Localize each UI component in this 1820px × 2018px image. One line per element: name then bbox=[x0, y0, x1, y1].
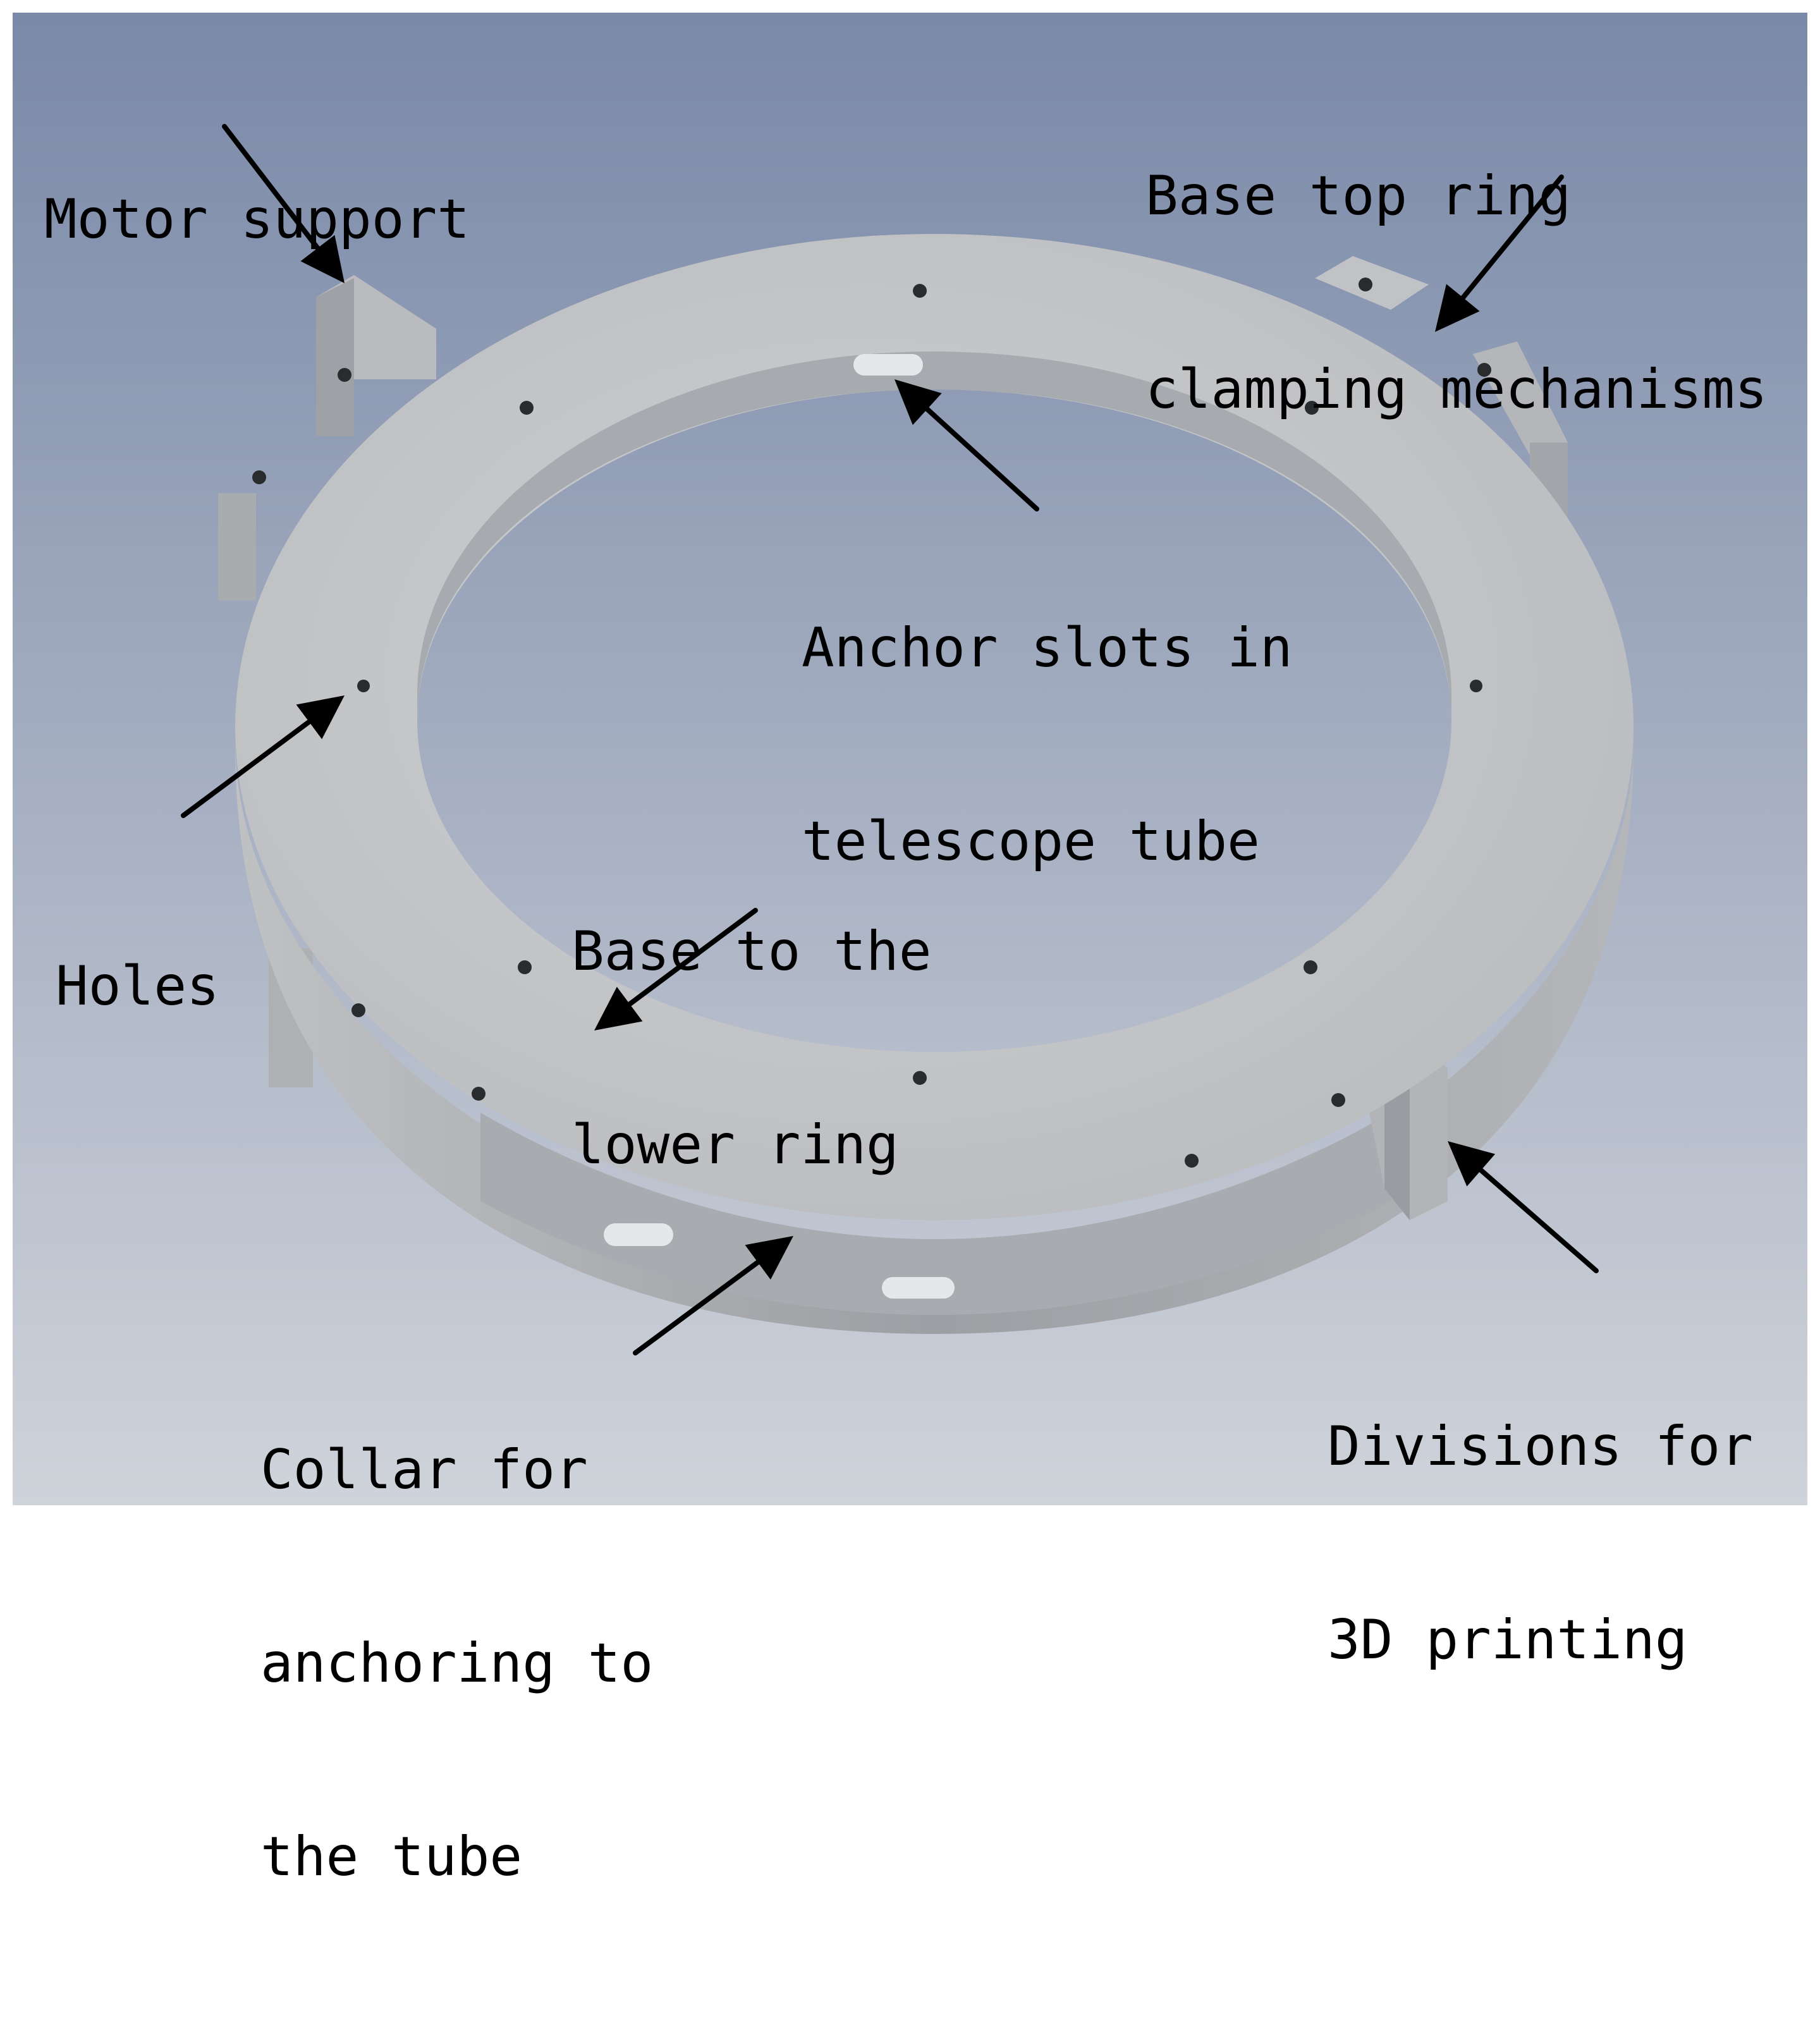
label-anchor-slots: Anchor slots in telescope tube bbox=[802, 616, 1293, 873]
motor-support-block bbox=[316, 275, 436, 436]
callout-arrows bbox=[181, 124, 1599, 1355]
ring-top-face bbox=[235, 234, 1634, 1220]
ring-base-render bbox=[13, 13, 1807, 1505]
arrow-base-lower bbox=[594, 908, 758, 1030]
label-divisions: Divisions for 3D printing bbox=[1328, 1415, 1754, 1672]
anchor-slot bbox=[853, 354, 923, 376]
arrow-clamping bbox=[1435, 174, 1564, 332]
label-base-lower-ring: Base to the lower ring bbox=[571, 920, 932, 1177]
arrow-anchor-slots bbox=[895, 379, 1039, 511]
label-clamping-mechanisms: Base top ring clamping mechanisms bbox=[1145, 164, 1768, 421]
label-holes: Holes bbox=[56, 955, 219, 1018]
ring-holes bbox=[252, 278, 1491, 1168]
diagram-stage: Motor support Base top ring clamping mec… bbox=[13, 13, 1807, 1888]
label-collar: Collar for anchoring to the tube bbox=[260, 1438, 654, 1888]
collar-slots bbox=[604, 1223, 955, 1299]
arrow-divisions bbox=[1448, 1141, 1599, 1273]
arrow-holes bbox=[181, 695, 345, 818]
arrow-motor-support bbox=[222, 124, 345, 283]
arrow-collar bbox=[633, 1236, 793, 1355]
ring-side-wall bbox=[235, 740, 1634, 1334]
label-motor-support: Motor support bbox=[44, 188, 470, 251]
